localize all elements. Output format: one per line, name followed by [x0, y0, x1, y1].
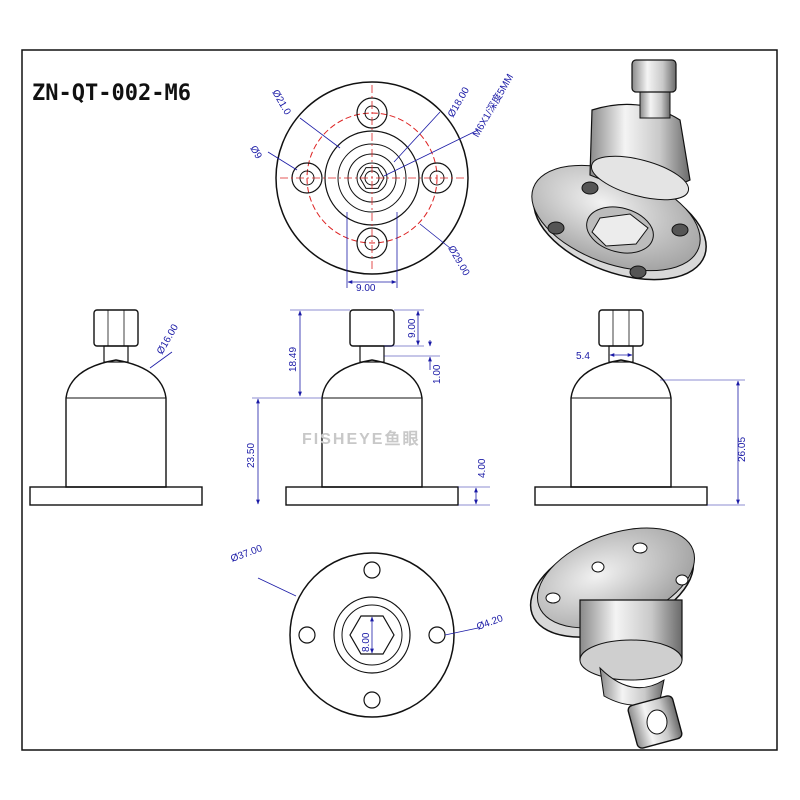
dim-dia-9: Ø9 — [247, 144, 263, 161]
front-view-left — [29, 309, 203, 506]
drawing-title: ZN-QT-002-M6 — [32, 81, 191, 106]
front-view-mid — [252, 309, 490, 506]
top-view — [267, 81, 479, 288]
dim-h-1: 1.00 — [432, 364, 443, 384]
dim-dia-18: Ø18.00 — [446, 85, 472, 119]
sheet-border — [21, 49, 778, 751]
dim-h-23-5: 23.50 — [246, 443, 257, 468]
dim-dia-29: Ø29.00 — [445, 244, 471, 278]
dim-h-9: 9.00 — [407, 318, 418, 338]
watermark: FISHEYE鱼眼 — [302, 429, 420, 448]
dim-w-5-4: 5.4 — [576, 351, 590, 362]
bottom-view — [257, 552, 479, 718]
dim-h-4: 4.00 — [477, 458, 488, 478]
iso-view-top — [531, 59, 707, 281]
dim-h-18-49: 18.49 — [288, 347, 299, 372]
dim-dia-37: Ø37.00 — [229, 543, 264, 565]
iso-view-bottom — [529, 527, 696, 749]
dim-dia-21: Ø21.0 — [269, 88, 292, 117]
dim-thread: M6X1/深度5MM — [469, 71, 516, 139]
dim-h-26-05: 26.05 — [737, 437, 748, 462]
dim-dia-16: Ø16.00 — [155, 322, 181, 356]
front-view-right — [534, 309, 745, 506]
dim-dia-4-2: Ø4.20 — [475, 613, 505, 633]
dim-width-9: 9.00 — [356, 283, 376, 294]
dim-hex-8: 8.00 — [361, 632, 372, 652]
